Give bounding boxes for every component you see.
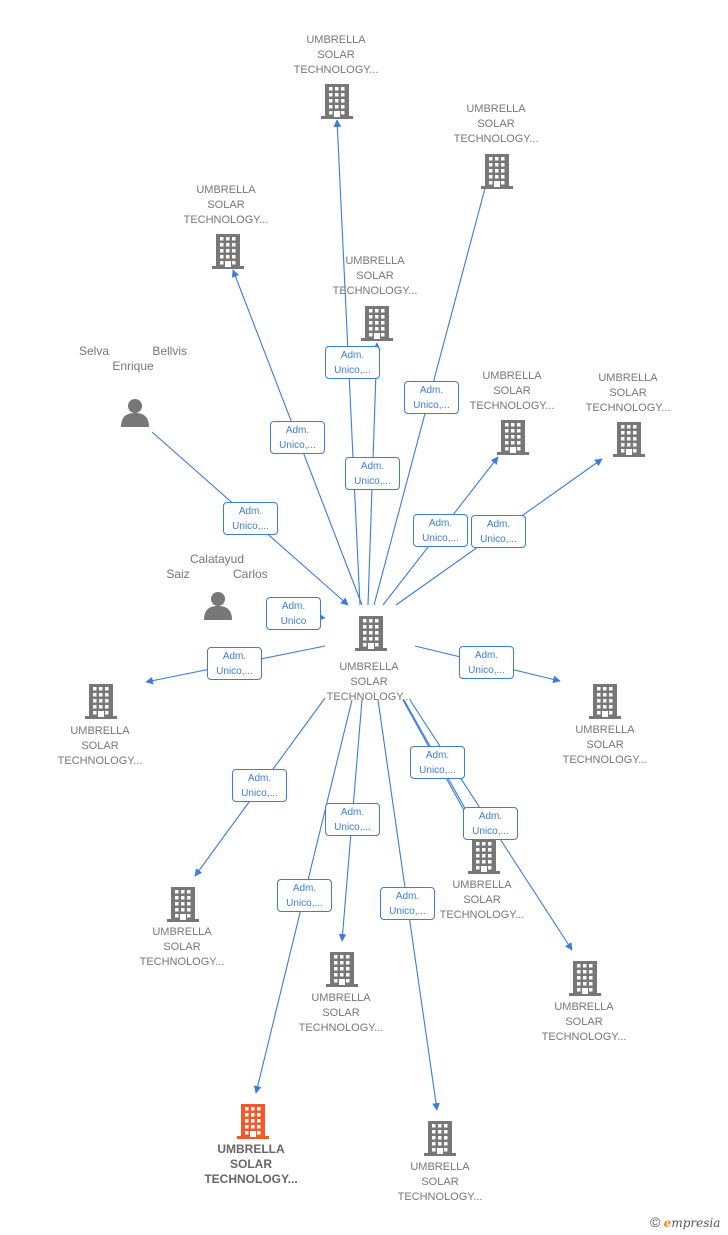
relation-label-line: Unico,...: [232, 521, 269, 532]
relation-label-line: Adm.: [395, 891, 420, 902]
brand-rest: mpresia: [671, 1216, 721, 1230]
relation-label-line: Unico,...: [422, 533, 459, 544]
relation-label-16[interactable]: Adm. Unico,...: [463, 807, 518, 840]
company-label-c14[interactable]: UMBRELLA SOLAR TECHNOLOGY...: [204, 1142, 298, 1186]
relation-label-13[interactable]: Adm. Unico,...: [277, 879, 332, 912]
company-label-c2[interactable]: UMBRELLA SOLAR TECHNOLOGY...: [453, 103, 539, 145]
relation-label-line: Adm.: [247, 773, 272, 784]
relation-label-line: Unico,...: [389, 906, 426, 917]
building-icon[interactable]: [497, 419, 529, 460]
relation-label-3[interactable]: Adm. Unico,...: [223, 502, 278, 535]
building-icon[interactable]: [481, 153, 513, 194]
brand-initial: e: [663, 1216, 672, 1230]
building-icon[interactable]: [613, 421, 645, 462]
relation-label-line: Unico,...: [480, 534, 517, 545]
relation-label-4[interactable]: Adm. Unico,...: [270, 421, 325, 454]
person-label-p2[interactable]: Calatayud Saiz Carlos: [166, 552, 268, 581]
relation-label-2[interactable]: Adm. Unico: [266, 597, 321, 630]
relation-label-line: Adm.: [425, 750, 450, 761]
building-icon[interactable]: [361, 305, 393, 346]
company-label-c13[interactable]: UMBRELLA SOLAR TECHNOLOGY...: [397, 1161, 483, 1203]
company-label-c6[interactable]: UMBRELLA SOLAR TECHNOLOGY...: [585, 372, 671, 414]
person-icon[interactable]: [120, 397, 150, 432]
relation-label-line: Adm.: [360, 461, 385, 472]
building-icon[interactable]: [212, 233, 244, 274]
building-icon[interactable]: [237, 1103, 269, 1144]
relation-label-7[interactable]: Adm. Unico,...: [413, 514, 468, 547]
relation-label-line: Adm.: [340, 807, 365, 818]
relation-label-12[interactable]: Adm. Unico,...: [325, 803, 380, 836]
relation-label-line: Adm.: [222, 651, 247, 662]
relation-label-line: Unico,...: [216, 666, 253, 677]
relation-label-6[interactable]: Adm. Unico,...: [404, 381, 459, 414]
relation-label-line: Adm.: [478, 811, 503, 822]
relation-label-9[interactable]: Adm. Unico,...: [207, 647, 262, 680]
company-label-c3[interactable]: UMBRELLA SOLAR TECHNOLOGY...: [183, 184, 269, 226]
company-label-c1[interactable]: UMBRELLA SOLAR TECHNOLOGY...: [293, 34, 379, 76]
relation-label-line: Unico,...: [334, 365, 371, 376]
relation-label-line: Adm.: [292, 883, 317, 894]
relation-label-line: Adm.: [419, 385, 444, 396]
company-label-c5[interactable]: UMBRELLA SOLAR TECHNOLOGY...: [469, 370, 555, 412]
relation-label-line: Unico,...: [286, 898, 323, 909]
relation-label-line: Adm.: [474, 650, 499, 661]
company-label-c8[interactable]: UMBRELLA SOLAR TECHNOLOGY...: [562, 724, 648, 766]
building-icon[interactable]: [424, 1120, 456, 1161]
relation-label-line: Unico: [280, 616, 307, 627]
relation-label-line: Unico,...: [472, 826, 509, 837]
company-label-c4[interactable]: UMBRELLA SOLAR TECHNOLOGY...: [332, 255, 418, 297]
building-icon[interactable]: [468, 838, 500, 879]
relation-label-15[interactable]: Adm. Unico,...: [410, 746, 465, 779]
company-label-c12[interactable]: UMBRELLA SOLAR TECHNOLOGY...: [298, 992, 384, 1034]
relation-label-line: Adm.: [238, 506, 263, 517]
person-icon[interactable]: [203, 590, 233, 625]
center-company-label[interactable]: UMBRELLA SOLAR TECHNOLOGY...: [326, 661, 412, 703]
relation-label-line: Unico,...: [468, 665, 505, 676]
building-icon[interactable]: [355, 615, 387, 656]
company-label-c9[interactable]: UMBRELLA SOLAR TECHNOLOGY...: [439, 879, 525, 921]
company-label-c11[interactable]: UMBRELLA SOLAR TECHNOLOGY...: [541, 1001, 627, 1043]
empresia-watermark: © empresia: [650, 1214, 720, 1230]
relation-label-5[interactable]: Adm. Unico,...: [345, 457, 400, 490]
company-label-c7[interactable]: UMBRELLA SOLAR TECHNOLOGY...: [57, 725, 143, 767]
relation-label-line: Adm.: [281, 601, 306, 612]
relation-label-line: Adm.: [285, 425, 310, 436]
building-icon[interactable]: [85, 683, 117, 724]
relation-label-line: Unico,...: [241, 788, 278, 799]
copyright-symbol: ©: [650, 1214, 661, 1230]
company-label-c10[interactable]: UMBRELLA SOLAR TECHNOLOGY...: [139, 926, 225, 968]
building-icon[interactable]: [167, 886, 199, 927]
relation-label-line: Unico,...: [279, 440, 316, 451]
relation-label-11[interactable]: Adm. Unico,...: [232, 769, 287, 802]
relation-label-line: Unico,...: [334, 822, 371, 833]
relation-label-line: Adm.: [340, 350, 365, 361]
relation-label-1[interactable]: Adm. Unico,...: [325, 346, 380, 379]
relation-label-line: Adm.: [428, 518, 453, 529]
relation-label-line: Unico,...: [419, 765, 456, 776]
relation-label-line: Unico,...: [354, 476, 391, 487]
building-icon[interactable]: [569, 960, 601, 1001]
building-icon[interactable]: [589, 683, 621, 724]
brand-logo: empresia: [664, 1216, 721, 1230]
building-icon[interactable]: [326, 951, 358, 992]
relation-label-8[interactable]: Adm. Unico,...: [471, 515, 526, 548]
building-icon[interactable]: [321, 83, 353, 124]
relation-label-10[interactable]: Adm. Unico,...: [459, 646, 514, 679]
relation-label-14[interactable]: Adm. Unico,...: [380, 887, 435, 920]
relation-label-line: Adm.: [486, 519, 511, 530]
person-label-p1[interactable]: Selva Bellvis Enrique: [78, 344, 188, 373]
relation-label-line: Unico,...: [413, 400, 450, 411]
